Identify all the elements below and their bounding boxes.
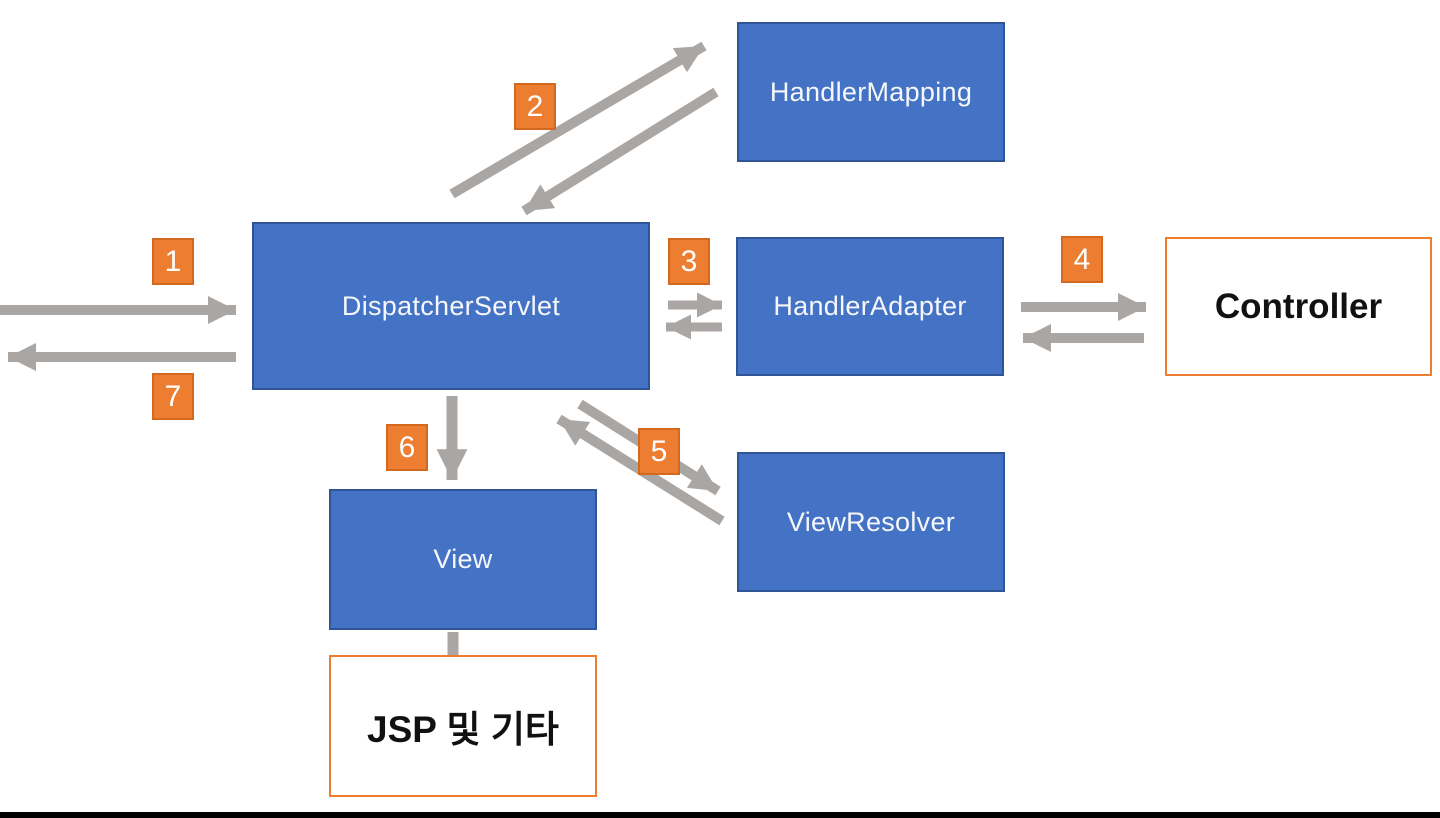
node-dispatcher-servlet: DispatcherServlet [252, 222, 650, 390]
step-badge-4: 4 [1061, 236, 1103, 283]
step-badge-5: 5 [638, 428, 680, 475]
step-badge-2: 2 [514, 83, 556, 130]
node-view-resolver-label: ViewResolver [786, 506, 956, 537]
node-handler-adapter-label: HandlerAdapter [773, 291, 967, 321]
arrow-step2-dispatcher-to-handlermapping [449, 41, 707, 199]
node-view-resolver: ViewResolver [737, 452, 1005, 592]
node-view-label: View [433, 544, 493, 574]
node-controller-label: Controller [1214, 286, 1383, 326]
node-handler-mapping: HandlerMapping [737, 22, 1005, 162]
node-jsp-etc: JSP 및 기타 [329, 655, 597, 797]
node-handler-adapter: HandlerAdapter [736, 237, 1004, 376]
step-badge-6: 6 [386, 424, 428, 471]
node-handler-mapping-label: HandlerMapping [769, 76, 973, 107]
step-badge-1: 1 [152, 238, 194, 285]
node-view: View [329, 489, 597, 630]
node-jsp-etc-label: JSP 및 기타 [367, 709, 559, 750]
node-dispatcher-servlet-label: DispatcherServlet [341, 290, 561, 321]
node-controller: Controller [1165, 237, 1432, 376]
bottom-border-bar [0, 812, 1440, 818]
step-badge-7: 7 [152, 373, 194, 420]
step-badge-3: 3 [668, 238, 710, 285]
arrow-step2-handlermapping-to-dispatcher [521, 87, 719, 216]
